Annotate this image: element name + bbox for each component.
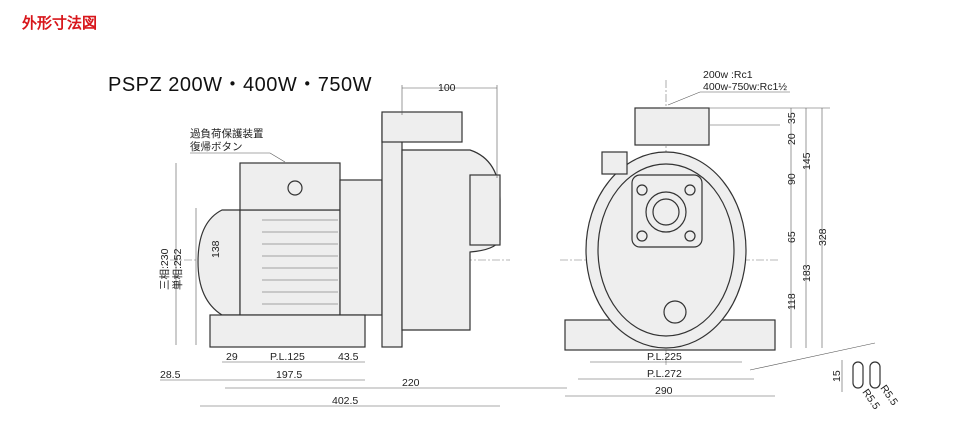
dim-pl272: P.L.272 xyxy=(647,368,682,380)
dim-29: 29 xyxy=(226,351,238,363)
dim-15: 15 xyxy=(831,370,843,382)
dim-28-5: 28.5 xyxy=(160,369,181,381)
motor-end-cap xyxy=(197,209,241,316)
terminal-box xyxy=(239,162,341,211)
front-casing xyxy=(585,151,747,349)
dim-35: 35 xyxy=(786,112,798,124)
front-view: 200w :Rc1 400w-750w:Rc1½ 35 20 90 65 118… xyxy=(560,69,830,397)
dim-145: 145 xyxy=(801,152,813,170)
dim-220: 220 xyxy=(402,377,420,389)
dim-118: 118 xyxy=(786,293,798,310)
dim-402-5: 402.5 xyxy=(332,395,358,407)
dim-20: 20 xyxy=(786,133,798,145)
dim-328: 328 xyxy=(817,228,829,246)
dim-height-1phase: 単相:252 xyxy=(171,248,184,290)
dim-65: 65 xyxy=(786,231,798,243)
side-view: 100 過負荷保護装置 復帰ボタン 138 三相:230 単相:252 29 P… xyxy=(158,82,567,407)
annotation-overload: 過負荷保護装置 xyxy=(190,127,264,140)
annotation-reset-button: 復帰ボタン xyxy=(190,140,243,153)
dim-43-5: 43.5 xyxy=(338,351,359,363)
dim-pl225: P.L.225 xyxy=(647,351,682,363)
dim-90: 90 xyxy=(786,173,798,185)
port-size-400w-750w: 400w-750w:Rc1½ xyxy=(703,81,787,93)
front-discharge-flange xyxy=(634,107,710,146)
discharge-port xyxy=(381,111,463,143)
motor-body xyxy=(239,209,341,316)
slot-detail: 15 R5.5 R5.5 xyxy=(749,342,900,412)
base xyxy=(209,314,366,348)
dim-290: 290 xyxy=(655,385,673,397)
dim-197-5: 197.5 xyxy=(276,369,302,381)
pump-flange xyxy=(381,114,403,348)
model-title: PSPZ 200W・400W・750W xyxy=(108,74,373,96)
dim-height-3phase: 三相:230 xyxy=(158,248,171,290)
dim-pl125: P.L.125 xyxy=(270,351,305,363)
drawing-title: 外形寸法図 xyxy=(22,15,98,32)
dim-height-138: 138 xyxy=(210,240,222,258)
port-size-200w: 200w :Rc1 xyxy=(703,69,753,81)
dim-top: 100 xyxy=(438,82,456,94)
dim-183: 183 xyxy=(801,264,813,282)
